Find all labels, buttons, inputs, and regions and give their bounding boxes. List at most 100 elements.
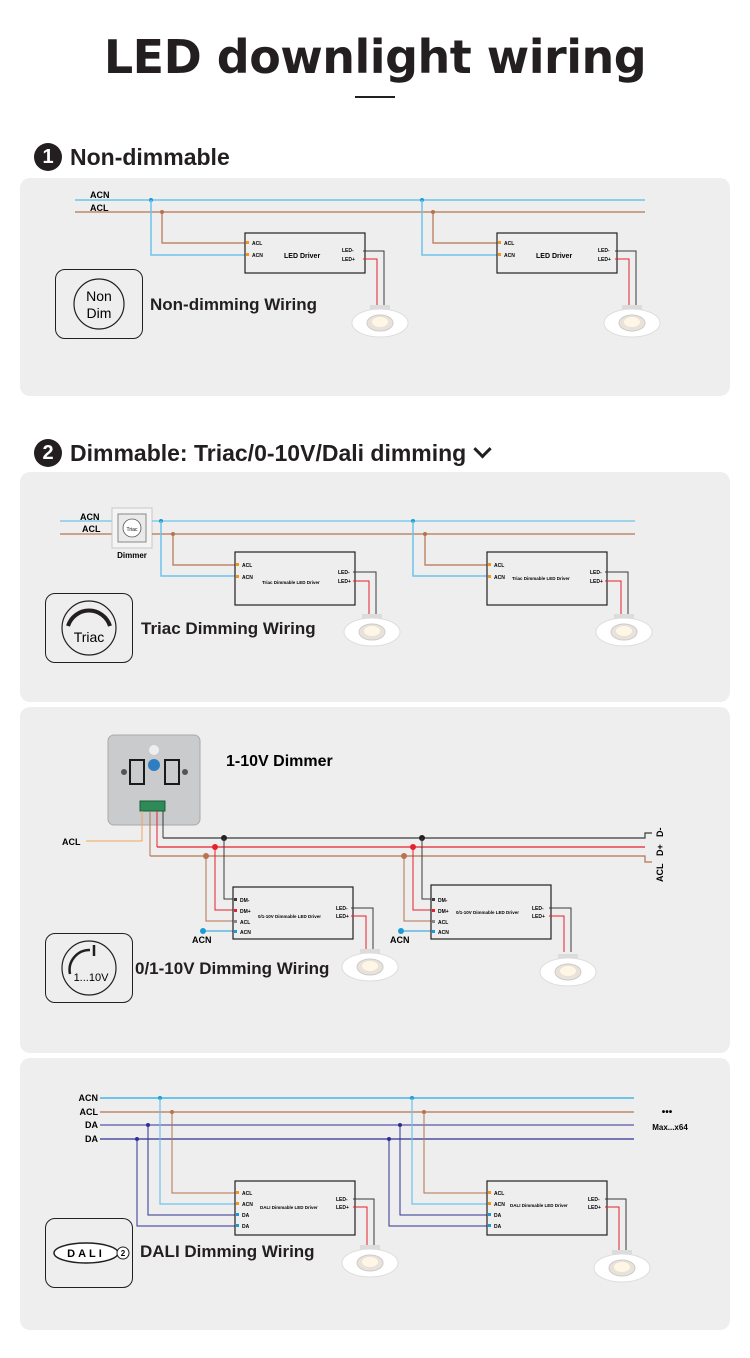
section-heading-dimmable[interactable]: 2 Dimmable: Triac/0-10V/Dali dimming <box>34 439 492 467</box>
line-label-acl: ACL <box>82 524 101 534</box>
driver-unit-2: ACL ACN DA DA DALI Dimmable LED Driver L… <box>387 1096 651 1283</box>
line-label-da-1: DA <box>85 1120 98 1130</box>
led-driver-box <box>244 232 366 274</box>
svg-text:LED+: LED+ <box>336 914 349 920</box>
triac-icon: Triac <box>61 600 117 656</box>
max-note: Max...x64 <box>652 1123 688 1132</box>
svg-text:ACL: ACL <box>494 1191 504 1197</box>
svg-text:2: 2 <box>121 1249 126 1258</box>
more-marker: ••• <box>662 1107 673 1118</box>
driver-unit-2: ACL ACN Triac Dimmable LED Driver LED- L… <box>411 519 653 647</box>
svg-text:LED-: LED- <box>342 248 354 254</box>
downlight-icon <box>593 1250 651 1283</box>
svg-text:DA: DA <box>242 1224 250 1230</box>
end-label-d-minus: D- <box>655 828 665 838</box>
svg-text:DA: DA <box>242 1213 250 1219</box>
triac-diagram: ACN ACL Triac Dimmer ACL ACN Triac Dimma… <box>60 507 653 647</box>
svg-text:DM+: DM+ <box>240 909 251 915</box>
triac-icon-box: Triac <box>45 593 133 663</box>
driver-label: Triac Dimmable LED Driver <box>262 580 320 585</box>
end-label-acl: ACL <box>655 863 665 882</box>
svg-text:DM-: DM- <box>240 898 250 904</box>
v010-panel: 1-10V Dimmer ACL D- D+ ACL ACN DM- DM+ A… <box>20 707 730 1053</box>
driver-label: LED Driver <box>536 253 572 260</box>
svg-text:ACL: ACL <box>504 241 514 247</box>
line-label-da-2: DA <box>85 1134 98 1144</box>
section-title: Non-dimmable <box>70 143 230 170</box>
dali-logo-icon: DALI 2 <box>53 1242 130 1264</box>
triac-driver-box <box>486 551 608 606</box>
svg-text:DA: DA <box>494 1224 502 1230</box>
downlight-icon <box>595 614 653 647</box>
line-label-acn: ACN <box>79 1093 99 1103</box>
svg-text:LED+: LED+ <box>590 579 603 585</box>
svg-text:1...10V: 1...10V <box>74 972 110 984</box>
downlight-icon <box>341 949 399 982</box>
1-10v-dimmer-title: 1-10V Dimmer <box>226 753 333 770</box>
svg-text:Dim: Dim <box>87 305 112 321</box>
chevron-down-icon[interactable] <box>473 439 492 458</box>
line-label-acl: ACL <box>80 1107 99 1117</box>
svg-text:DALI: DALI <box>67 1248 105 1260</box>
svg-text:DM+: DM+ <box>438 909 449 915</box>
driver-unit-1: ACN DM- DM+ ACL ACN 0/1-10V Dimmable LED… <box>192 835 399 982</box>
svg-text:ACN: ACN <box>504 253 515 259</box>
svg-text:LED+: LED+ <box>588 1205 601 1211</box>
svg-text:DA: DA <box>494 1213 502 1219</box>
number-badge: 1 <box>34 143 62 171</box>
triac-dimming-wiring-label: Triac Dimming Wiring <box>141 619 316 638</box>
v010-driver-box <box>430 884 552 940</box>
triac-dimmer-switch: Triac Dimmer <box>111 507 153 560</box>
section-heading-non-dimmable: 1 Non-dimmable <box>34 143 230 171</box>
downlight-icon <box>343 614 401 647</box>
svg-text:LED+: LED+ <box>532 914 545 920</box>
triac-panel: ACN ACL Triac Dimmer ACL ACN Triac Dimma… <box>20 472 730 702</box>
title-underline <box>355 96 395 98</box>
svg-text:Non: Non <box>86 288 112 304</box>
driver-label: LED Driver <box>284 253 320 260</box>
1-10v-icon: 1...10V <box>61 940 117 996</box>
dali-dimming-wiring-label: DALI Dimming Wiring <box>140 1242 315 1261</box>
svg-text:ACN: ACN <box>494 575 505 581</box>
acn-label: ACN <box>192 935 212 945</box>
number-badge: 2 <box>34 439 62 467</box>
svg-text:Triac: Triac <box>74 629 105 645</box>
driver-label: 0/1-10V Dimmable LED Driver <box>456 910 519 915</box>
dimmer-label: Dimmer <box>117 551 147 560</box>
driver-label: DALI Dimmable LED Driver <box>510 1203 568 1208</box>
svg-text:ACN: ACN <box>242 575 253 581</box>
svg-text:LED-: LED- <box>338 570 350 576</box>
acn-label: ACN <box>390 935 410 945</box>
page-title: LED downlight wiring <box>103 30 647 84</box>
driver-label: 0/1-10V Dimmable LED Driver <box>258 914 321 919</box>
svg-text:LED-: LED- <box>590 570 602 576</box>
svg-text:LED+: LED+ <box>342 257 355 263</box>
svg-text:LED-: LED- <box>598 248 610 254</box>
svg-text:ACN: ACN <box>438 930 449 936</box>
dali-driver-box <box>486 1180 608 1236</box>
section-title: Dimmable: Triac/0-10V/Dali dimming <box>70 439 467 466</box>
dali-driver-box <box>234 1180 356 1236</box>
dali-panel: ACN ACL DA DA ••• Max...x64 ACL ACN DA D… <box>20 1058 730 1330</box>
downlight-icon <box>341 1245 399 1278</box>
svg-text:ACN: ACN <box>240 930 251 936</box>
driver-unit-2: ACN DM- DM+ ACL ACN 0/1-10V Dimmable LED… <box>390 835 597 987</box>
dali-diagram: ACN ACL DA DA ••• Max...x64 ACL ACN DA D… <box>79 1093 688 1283</box>
svg-text:LED-: LED- <box>336 1197 348 1203</box>
svg-text:ACN: ACN <box>242 1202 253 1208</box>
svg-text:LED+: LED+ <box>336 1205 349 1211</box>
driver-label: Triac Dimmable LED Driver <box>512 576 570 581</box>
svg-text:ACN: ACN <box>494 1202 505 1208</box>
non-dimming-wiring-label: Non-dimming Wiring <box>150 295 317 314</box>
svg-text:ACL: ACL <box>252 241 262 247</box>
downlight-icon <box>539 954 597 987</box>
svg-text:DM-: DM- <box>438 898 448 904</box>
svg-text:ACL: ACL <box>438 920 448 926</box>
v010-dimming-wiring-label: 0/1-10V Dimming Wiring <box>135 959 330 978</box>
driver-unit-1: ACL ACN DA DA DALI Dimmable LED Driver L… <box>135 1096 399 1278</box>
non-dimming-diagram: ACN ACL ACL ACN LED Driver LED- LED+ <box>75 190 661 338</box>
acl-label: ACL <box>62 837 81 847</box>
downlight-icon <box>603 305 661 338</box>
triac-driver-box <box>234 551 356 606</box>
driver-unit-1: ACL ACN Triac Dimmable LED Driver LED- L… <box>159 519 401 647</box>
